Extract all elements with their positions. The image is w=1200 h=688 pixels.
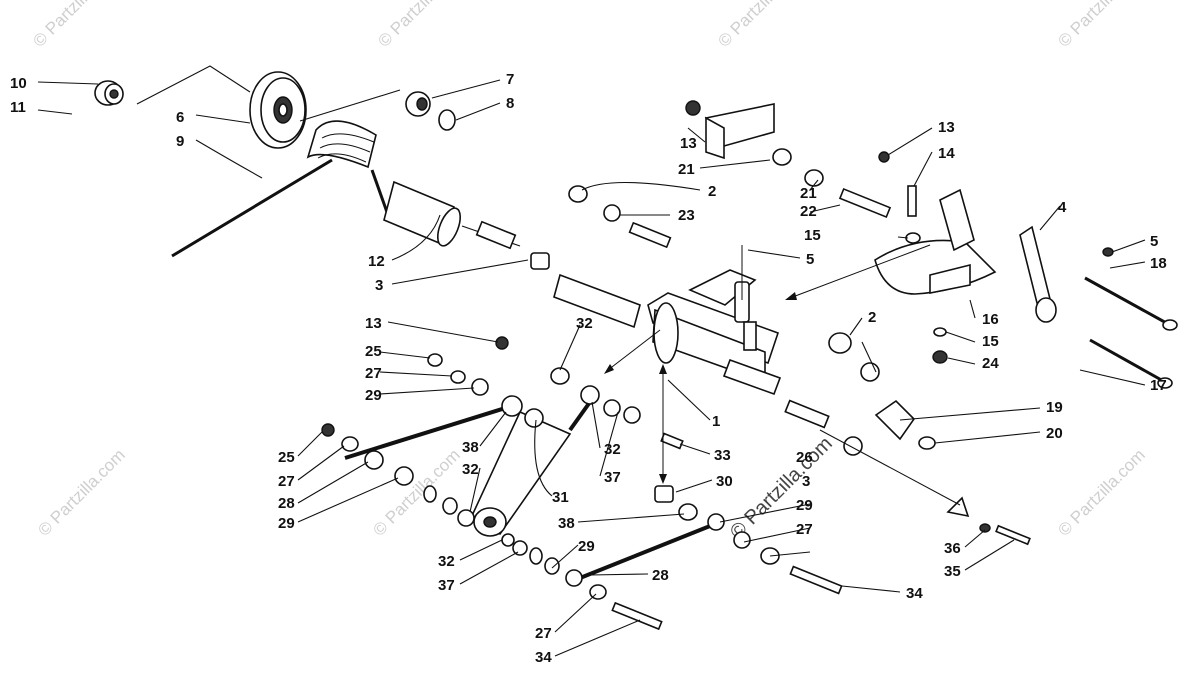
- callout-16: 16: [982, 311, 999, 328]
- callout-31: 31: [552, 489, 569, 506]
- watermark: © Partzilla.com: [1054, 445, 1148, 539]
- callout-5: 5: [1150, 233, 1158, 250]
- callout-28: 28: [652, 567, 669, 584]
- callout-11: 11: [10, 99, 26, 116]
- callout-32: 32: [438, 553, 455, 570]
- callout-36: 36: [944, 540, 961, 557]
- part-8-ring: [438, 109, 456, 131]
- part-10-spacer: [94, 80, 124, 106]
- callout-22: 22: [800, 203, 817, 220]
- callout-19: 19: [1046, 399, 1063, 416]
- callout-33: 33: [714, 447, 731, 464]
- callout-9: 9: [176, 133, 184, 150]
- part-23-pin: [628, 221, 672, 249]
- callout-14: 14: [938, 145, 955, 162]
- part-6-wheel: [249, 71, 307, 149]
- callout-25: 25: [278, 449, 295, 466]
- callout-3: 3: [802, 473, 810, 490]
- callout-6: 6: [176, 109, 184, 126]
- watermark: © Partzilla.com: [34, 445, 128, 539]
- callout-37: 37: [438, 577, 455, 594]
- callouts: 10 11 6 9 7 8 12 3 13 21 2 23 21 22 5 15…: [10, 71, 1167, 666]
- callout-32: 32: [604, 441, 621, 458]
- watermark: © Partzilla.com: [29, 0, 123, 51]
- callout-32: 32: [462, 461, 479, 478]
- callout-29: 29: [578, 538, 595, 555]
- callout-5: 5: [806, 251, 814, 268]
- watermark: © Partzilla.com: [374, 0, 468, 51]
- callout-12: 12: [368, 253, 385, 270]
- part-4-16-bracket: [874, 188, 1057, 323]
- part-spring: [306, 120, 390, 216]
- callout-38: 38: [558, 515, 575, 532]
- callout-24: 24: [982, 355, 999, 372]
- watermark: © Partzilla.com: [1054, 0, 1148, 51]
- callout-35: 35: [944, 563, 961, 580]
- callout-34: 34: [906, 585, 923, 602]
- part-12-sleeve: [383, 180, 462, 247]
- callout-29: 29: [365, 387, 382, 404]
- part-13-bracket: [685, 100, 775, 160]
- callout-29: 29: [796, 497, 813, 514]
- callout-37: 37: [604, 469, 621, 486]
- callout-10: 10: [10, 75, 27, 92]
- part-19-bracket: [874, 399, 916, 441]
- callout-1: 1: [712, 413, 720, 430]
- callout-28: 28: [278, 495, 295, 512]
- callout-26: 26: [796, 449, 813, 466]
- callout-29: 29: [278, 515, 295, 532]
- callout-4: 4: [1058, 199, 1067, 216]
- callout-17: 17: [1150, 377, 1167, 394]
- callout-3: 3: [375, 277, 383, 294]
- callout-13: 13: [938, 119, 955, 136]
- callout-18: 18: [1150, 255, 1167, 272]
- callout-27: 27: [796, 521, 813, 538]
- callout-27: 27: [535, 625, 552, 642]
- callout-27: 27: [365, 365, 382, 382]
- callout-23: 23: [678, 207, 695, 224]
- part-3-bushing: [530, 252, 550, 270]
- callout-38: 38: [462, 439, 479, 456]
- callout-2: 2: [868, 309, 876, 326]
- callout-2: 2: [708, 183, 716, 200]
- callout-21: 21: [800, 185, 817, 202]
- part-1-frame: [553, 269, 782, 396]
- callout-8: 8: [506, 95, 514, 112]
- callout-34: 34: [535, 649, 552, 666]
- part-drawings: [94, 65, 1178, 631]
- watermark: © Partzilla.com: [714, 0, 808, 51]
- callout-13: 13: [680, 135, 697, 152]
- leader-lines: [37, 79, 1146, 657]
- callout-25: 25: [365, 343, 382, 360]
- callout-32: 32: [576, 315, 593, 332]
- callout-13: 13: [365, 315, 382, 332]
- watermark-center: © Partzilla.com: [726, 433, 837, 544]
- callout-21: 21: [678, 161, 695, 178]
- callout-20: 20: [1046, 425, 1063, 442]
- part-31-shock: [468, 393, 597, 537]
- callout-30: 30: [716, 473, 733, 490]
- callout-27: 27: [278, 473, 295, 490]
- part-7-bearing: [405, 91, 431, 117]
- callout-7: 7: [506, 71, 514, 88]
- callout-15: 15: [982, 333, 999, 350]
- callout-15: 15: [804, 227, 821, 244]
